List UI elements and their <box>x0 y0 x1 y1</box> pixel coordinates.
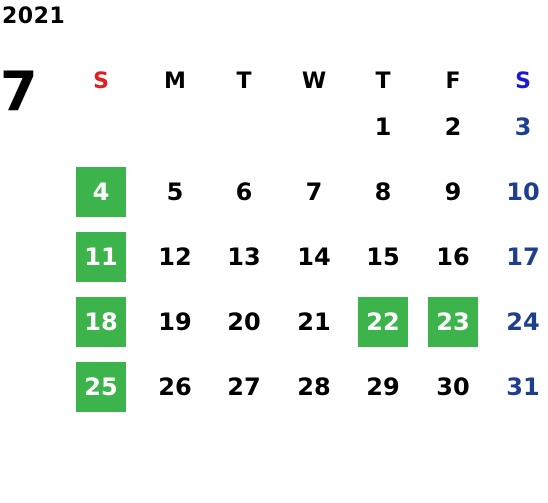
day-number: 24 <box>506 308 540 336</box>
calendar-day[interactable]: 15 <box>348 232 418 282</box>
day-number: 23 <box>428 297 478 347</box>
calendar-day[interactable]: 21 <box>279 297 349 347</box>
day-number: 3 <box>514 113 532 141</box>
calendar-day[interactable]: 2 <box>418 102 488 152</box>
day-number: 18 <box>76 297 126 347</box>
calendar-day[interactable]: 26 <box>140 362 210 412</box>
day-number: 6 <box>235 178 253 206</box>
day-number: 27 <box>227 373 261 401</box>
calendar-day[interactable]: 24 <box>488 297 548 347</box>
day-number: 2 <box>444 113 462 141</box>
day-number: 5 <box>166 178 184 206</box>
day-number: 4 <box>76 167 126 217</box>
calendar-day[interactable]: 13 <box>209 232 279 282</box>
week-row: 1 2 3 <box>66 102 548 167</box>
day-number: 30 <box>436 373 470 401</box>
calendar-day[interactable]: 7 <box>279 167 349 217</box>
calendar-day-holiday[interactable]: 22 <box>348 297 418 347</box>
calendar-day-holiday[interactable]: 18 <box>66 297 136 347</box>
calendar-day-holiday[interactable]: 23 <box>418 297 488 347</box>
day-number: 22 <box>358 297 408 347</box>
weekday-header-4: T <box>375 68 391 94</box>
calendar-day[interactable]: 27 <box>209 362 279 412</box>
day-number: 31 <box>506 373 540 401</box>
day-number: 16 <box>436 243 470 271</box>
calendar-day[interactable]: 28 <box>279 362 349 412</box>
day-number: 29 <box>366 373 400 401</box>
month-label: 7 <box>0 60 38 123</box>
calendar-day[interactable]: 12 <box>140 232 210 282</box>
calendar-day-holiday[interactable]: 25 <box>66 362 136 412</box>
calendar-day[interactable]: 29 <box>348 362 418 412</box>
day-number: 19 <box>158 308 192 336</box>
weekday-header-5: F <box>445 68 461 94</box>
weekday-header-0: S <box>93 68 109 94</box>
calendar-day[interactable]: 14 <box>279 232 349 282</box>
day-number: 21 <box>297 308 331 336</box>
weekday-header-3: W <box>301 68 327 94</box>
day-number: 11 <box>76 232 126 282</box>
day-number: 15 <box>366 243 400 271</box>
calendar-day[interactable]: 1 <box>348 102 418 152</box>
weekday-header-2: T <box>236 68 252 94</box>
day-number: 8 <box>374 178 392 206</box>
day-number: 1 <box>374 113 392 141</box>
calendar-day[interactable]: 3 <box>488 102 548 152</box>
calendar-day[interactable]: 31 <box>488 362 548 412</box>
calendar-day[interactable]: 6 <box>209 167 279 217</box>
calendar-day[interactable]: 5 <box>140 167 210 217</box>
calendar-day[interactable]: 19 <box>140 297 210 347</box>
day-number: 9 <box>444 178 462 206</box>
year-label: 2021 <box>2 4 66 29</box>
weekday-header-6: S <box>515 68 531 94</box>
day-number: 14 <box>297 243 331 271</box>
day-number: 17 <box>506 243 540 271</box>
day-number: 12 <box>158 243 192 271</box>
week-row: 18 19 20 21 22 23 24 <box>66 297 548 362</box>
day-number: 28 <box>297 373 331 401</box>
day-number: 10 <box>506 178 540 206</box>
calendar-day[interactable]: 10 <box>488 167 548 217</box>
day-number: 25 <box>76 362 126 412</box>
week-row: 4 5 6 7 8 9 10 <box>66 167 548 232</box>
calendar-day[interactable]: 17 <box>488 232 548 282</box>
calendar-day[interactable]: 16 <box>418 232 488 282</box>
day-number: 7 <box>305 178 323 206</box>
calendar-day[interactable]: 20 <box>209 297 279 347</box>
calendar-day-holiday[interactable]: 4 <box>66 167 136 217</box>
day-number: 13 <box>227 243 261 271</box>
calendar-day[interactable]: 30 <box>418 362 488 412</box>
day-number: 20 <box>227 308 261 336</box>
calendar-day[interactable]: 8 <box>348 167 418 217</box>
weekday-header-1: M <box>164 68 186 94</box>
calendar-day-holiday[interactable]: 11 <box>66 232 136 282</box>
week-row: 11 12 13 14 15 16 17 <box>66 232 548 297</box>
calendar-day[interactable]: 9 <box>418 167 488 217</box>
day-number: 26 <box>158 373 192 401</box>
week-row: 25 26 27 28 29 30 31 <box>66 362 548 427</box>
